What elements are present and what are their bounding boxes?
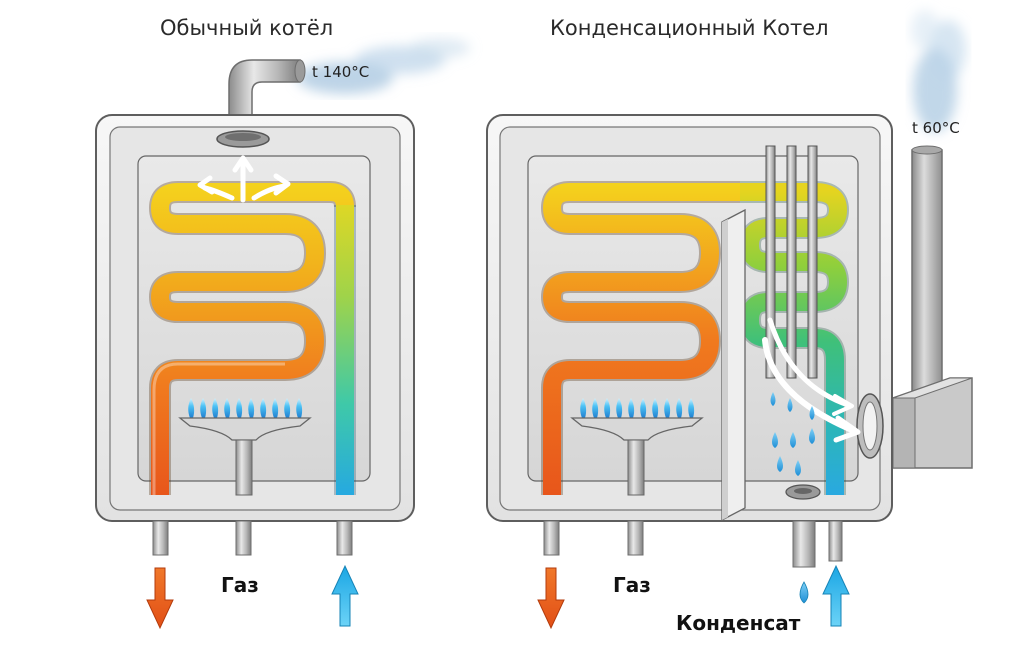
left-title: Обычный котёл bbox=[160, 16, 334, 40]
left-exhaust-temp: t 140°C bbox=[312, 63, 370, 81]
right-flue-gas-arrows bbox=[762, 317, 861, 443]
right-cold-water-arrow-icon bbox=[822, 564, 850, 627]
right-burner-flames bbox=[580, 398, 695, 418]
left-burner-flames bbox=[188, 398, 303, 418]
condensate-label: Конденсат bbox=[676, 611, 801, 635]
left-smoke bbox=[297, 38, 470, 94]
right-chimney bbox=[892, 145, 973, 469]
right-exhaust-temp: t 60°C bbox=[912, 119, 960, 137]
right-outlet-pipes bbox=[543, 520, 843, 568]
right-condensing-heat-exchanger bbox=[739, 145, 849, 495]
left-gas-label: Газ bbox=[221, 573, 259, 597]
right-smoke bbox=[911, 10, 966, 132]
right-gas-label: Газ bbox=[613, 573, 651, 597]
left-hot-gas-arrows bbox=[197, 155, 291, 203]
right-boiler bbox=[486, 10, 973, 630]
left-boiler bbox=[95, 38, 470, 630]
left-flue-pipe bbox=[228, 59, 306, 119]
left-outlet-pipes bbox=[152, 520, 353, 556]
right-title: Конденсационный Котел bbox=[550, 16, 829, 40]
condensate-drops bbox=[770, 392, 815, 476]
left-hot-water-arrow-icon bbox=[146, 567, 174, 630]
right-hot-water-arrow-icon bbox=[537, 567, 565, 630]
condensate-drop-icon bbox=[799, 581, 809, 604]
left-heat-exchanger-coil bbox=[149, 181, 356, 495]
left-gas-burner bbox=[178, 398, 312, 496]
right-primary-heat-exchanger bbox=[541, 181, 740, 495]
right-gas-burner bbox=[570, 398, 704, 496]
left-cold-water-arrow-icon bbox=[331, 564, 359, 627]
